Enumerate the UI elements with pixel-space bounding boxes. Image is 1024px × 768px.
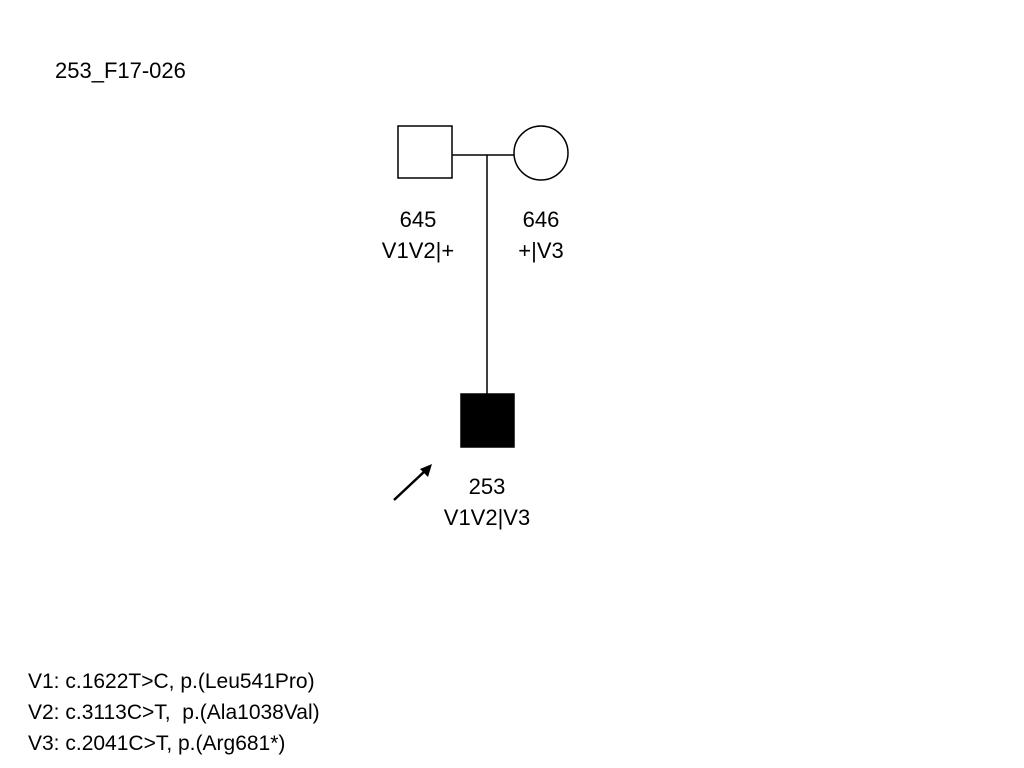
father-symbol [397,125,453,179]
proband-id: 253 [469,474,506,499]
legend-line-v1: V1: c.1622T>C, p.(Leu541Pro) [28,670,315,693]
father-genotype: V1V2|+ [382,238,454,263]
pedigree-title: 253_F17-026 [55,58,186,83]
legend-line-v3: V3: c.2041C>T, p.(Arg681*) [28,732,285,755]
proband-arrow [393,464,432,501]
mother-symbol [513,125,569,181]
mother-genotype: +|V3 [518,238,563,263]
mother-id: 646 [523,207,560,232]
proband-symbol [460,393,515,448]
father-id: 645 [400,207,437,232]
proband-genotype: V1V2|V3 [444,505,530,530]
legend-line-v2: V2: c.3113C>T, p.(Ala1038Val) [28,701,320,724]
